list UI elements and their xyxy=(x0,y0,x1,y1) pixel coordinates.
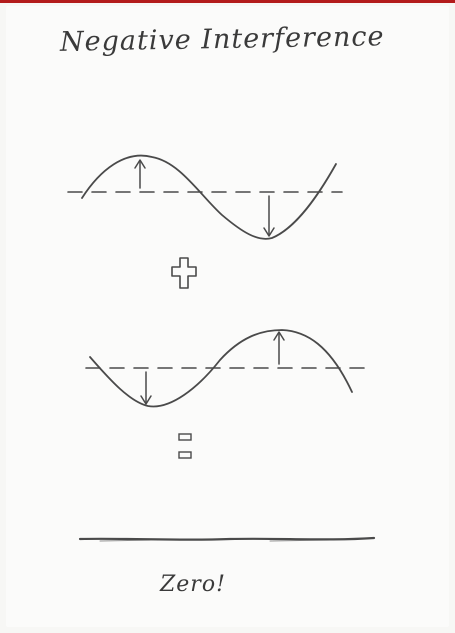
wave-1-up-arrow xyxy=(135,160,145,188)
wave-1-down-arrow xyxy=(264,196,274,236)
equals-sign xyxy=(179,434,191,458)
result-label: Zero! xyxy=(160,572,226,597)
result-flat-line xyxy=(80,538,374,541)
wave-2 xyxy=(86,330,364,406)
wave-2-down-arrow xyxy=(141,372,151,404)
wave-1-curve xyxy=(82,156,336,239)
wave-1 xyxy=(68,156,342,239)
wave-2-up-arrow xyxy=(274,332,284,364)
plus-sign xyxy=(172,258,196,288)
